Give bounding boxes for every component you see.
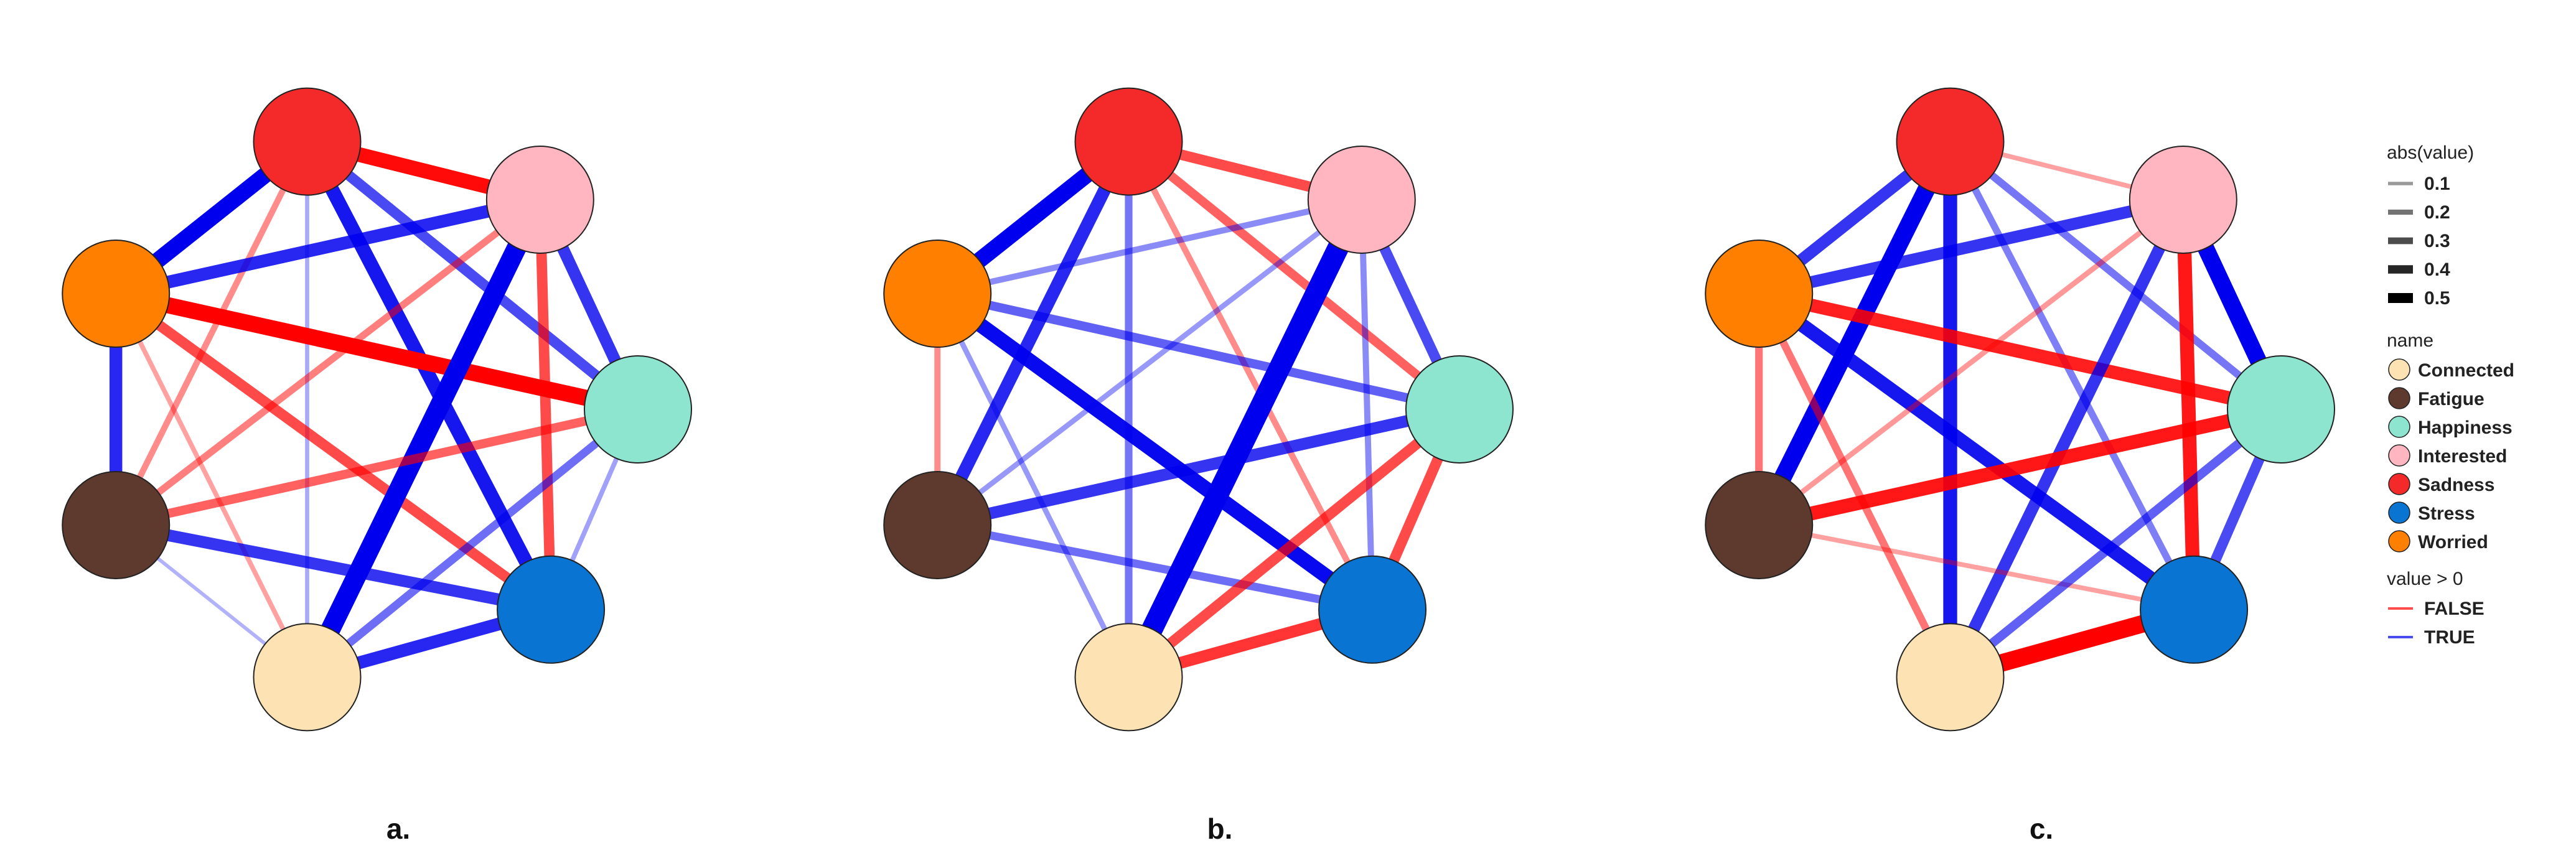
edge-fatigue-stress (115, 519, 552, 616)
edge-interested-fatigue (113, 197, 543, 528)
nodes (62, 87, 692, 732)
node-happiness (2227, 355, 2335, 464)
edge-worried-interested (115, 193, 542, 301)
legend-node-label-stress: Stress (2418, 503, 2475, 524)
edge-worried-connected (1755, 292, 1954, 679)
legend-width-label-0-2: 0.2 (2424, 202, 2450, 223)
node-sadness (1074, 87, 1183, 196)
edge-connected-happiness (1125, 405, 1463, 681)
nodes (883, 87, 1514, 732)
legend-title-name: name (2387, 330, 2433, 351)
legend-width-label-0-1: 0.1 (2424, 174, 2450, 194)
nodes (1705, 87, 2335, 732)
legend-width-label-0-3: 0.3 (2424, 231, 2450, 251)
node-interested (485, 145, 594, 254)
edge-sadness-fatigue (932, 139, 1135, 528)
node-worried (1705, 240, 1814, 348)
legend-sign-label-false: FALSE (2424, 599, 2485, 619)
edge-connected-happiness (304, 406, 641, 681)
edge-sadness-stress (301, 138, 557, 613)
legend-title-sign: value > 0 (2387, 569, 2463, 589)
legend-width-label-0-4: 0.4 (2424, 259, 2450, 280)
legend: abs(value) 0.1 0.2 0.3 0.4 0.5 nameConnectedFa… (2387, 142, 2514, 648)
node-stress (2140, 555, 2249, 664)
edge-sadness-stress (1126, 140, 1375, 612)
edge-interested-fatigue (1757, 197, 2185, 528)
edge-worried-stress (113, 289, 555, 614)
edge-worried-connected (935, 292, 1131, 679)
edge-fatigue-stress (936, 521, 1374, 614)
edge-sadness-fatigue (1751, 138, 1959, 529)
edge-interested-connected (298, 195, 549, 682)
legend-sign-label-true: TRUE (2424, 627, 2475, 648)
legend-node-label-worried: Worried (2418, 532, 2488, 552)
edge-fatigue-happiness (115, 404, 639, 530)
node-happiness (584, 355, 692, 464)
edge-sadness-fatigue (113, 140, 310, 527)
edge-sadness-happiness (1125, 138, 1463, 413)
edge-interested-stress (1358, 199, 1376, 610)
edge-worried-happiness (114, 286, 640, 417)
legend-node-label-sadness: Sadness (2418, 475, 2494, 495)
edge-worried-interested (1758, 193, 2185, 300)
legend-node-key-happiness (2388, 416, 2410, 438)
edge-worried-happiness (936, 289, 1461, 414)
node-interested (2129, 145, 2237, 254)
node-fatigue (883, 470, 992, 579)
legend-node-label-fatigue: Fatigue (2418, 389, 2485, 409)
legend-width-label-0-5: 0.5 (2424, 288, 2450, 309)
network-panel-c: c. (1705, 87, 2335, 845)
edge-connected-happiness (1947, 406, 2284, 681)
legend-node-key-interested (2388, 444, 2410, 467)
legend-node-label-happiness: Happiness (2418, 417, 2513, 438)
node-sadness (253, 87, 362, 196)
legend-title-abs-value: abs(value) (2387, 142, 2474, 163)
legend-node-label-interested: Interested (2418, 446, 2507, 467)
node-sadness (1896, 87, 2005, 196)
edge-interested-fatigue (935, 197, 1364, 528)
edge-worried-connected (113, 292, 309, 679)
edge-worried-stress (933, 287, 1377, 616)
legend-node-key-worried (2388, 530, 2410, 552)
legend-node-key-fatigue (2388, 387, 2410, 409)
node-happiness (1405, 355, 1514, 464)
edge-fatigue-stress (1758, 523, 2194, 612)
node-connected (253, 623, 362, 732)
edge-worried-interested (937, 197, 1362, 297)
edge-interested-connected (1119, 195, 1372, 682)
network-panels: a. b. c. (62, 87, 2335, 845)
network-panel-b: b. (883, 87, 1514, 845)
legend-node-label-connected: Connected (2418, 360, 2514, 381)
edge-sadness-stress (1947, 140, 2198, 612)
panel-label: a. (386, 813, 410, 845)
node-fatigue (62, 470, 171, 579)
edge-sadness-happiness (1947, 138, 2283, 413)
node-worried (883, 240, 992, 348)
legend-node-key-stress (2388, 501, 2410, 524)
node-worried (62, 240, 171, 348)
panel-label: b. (1207, 813, 1233, 845)
node-fatigue (1705, 470, 1814, 579)
edge-fatigue-happiness (1757, 403, 2283, 532)
edge-sadness-happiness (304, 138, 642, 414)
edge-worried-stress (1754, 288, 2198, 615)
edge-interested-connected (1944, 197, 2189, 680)
node-stress (1318, 555, 1427, 664)
node-interested (1307, 145, 1416, 254)
edge-fatigue-happiness (936, 403, 1461, 531)
node-stress (497, 555, 606, 664)
legend-node-key-connected (2388, 358, 2410, 381)
network-panel-a: a. (62, 87, 692, 845)
edge-interested-stress (535, 199, 556, 610)
legend-node-key-sadness (2388, 473, 2410, 495)
panel-label: c. (2030, 813, 2053, 845)
node-connected (1896, 623, 2005, 732)
node-connected (1074, 623, 1183, 732)
edge-interested-stress (2176, 199, 2201, 610)
